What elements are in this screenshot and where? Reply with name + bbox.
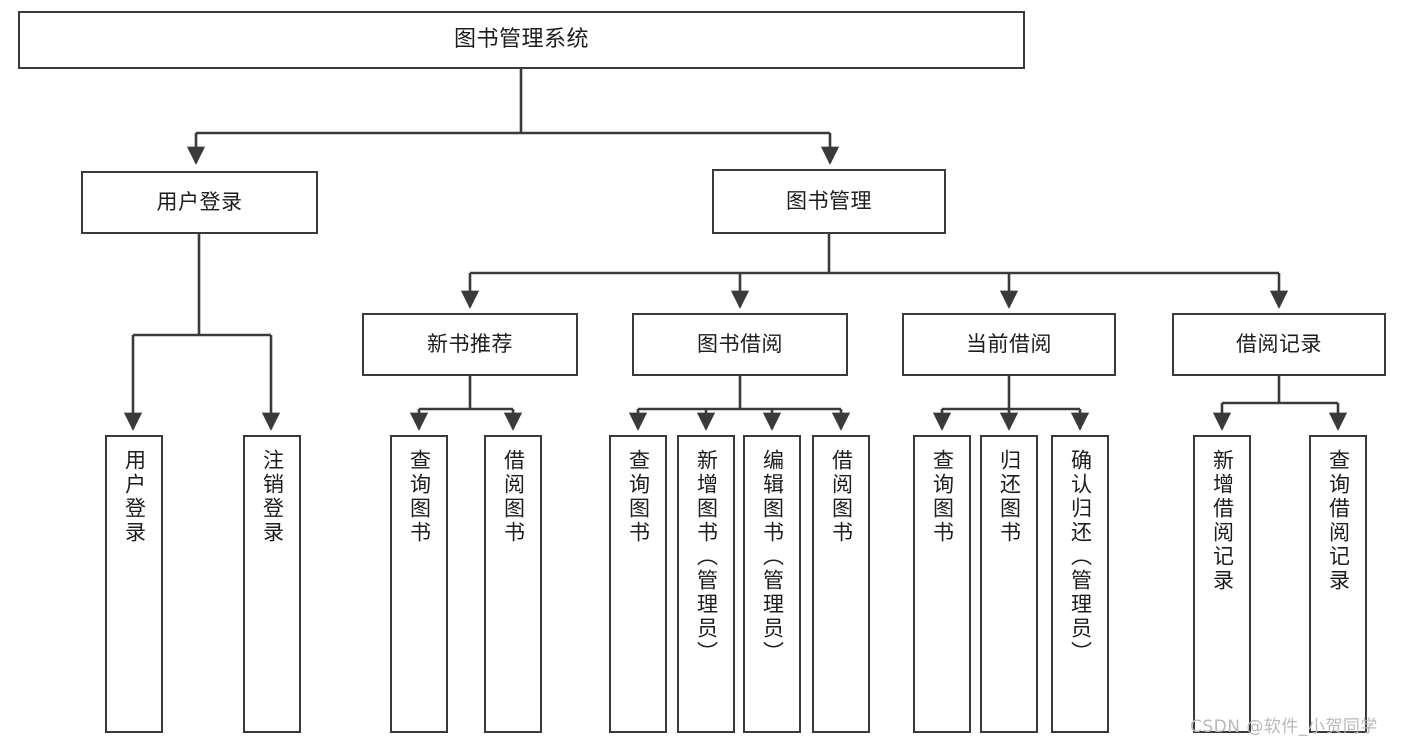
leaf-recommend-query-book[interactable]: 查询图书 bbox=[390, 435, 448, 733]
node-user-login[interactable]: 用户登录 bbox=[81, 171, 318, 234]
leaf-record-add-record[interactable]: 新增借阅记录 bbox=[1193, 435, 1251, 733]
node-label: 新书推荐 bbox=[427, 332, 513, 357]
node-label: 借阅图书 bbox=[501, 449, 526, 545]
node-label: 查询借阅记录 bbox=[1326, 449, 1351, 593]
node-label: 图书管理 bbox=[786, 189, 872, 214]
node-label: 确认归还（管理员） bbox=[1068, 449, 1093, 665]
leaf-current-return-book[interactable]: 归还图书 bbox=[980, 435, 1038, 733]
node-new-book-recommend[interactable]: 新书推荐 bbox=[362, 313, 578, 376]
node-book-management[interactable]: 图书管理 bbox=[712, 169, 946, 234]
node-label: 新增图书（管理员） bbox=[694, 449, 719, 665]
node-label: 新增借阅记录 bbox=[1210, 449, 1235, 593]
node-label: 查询图书 bbox=[626, 449, 651, 545]
node-current-borrow[interactable]: 当前借阅 bbox=[902, 313, 1116, 376]
node-label: 编辑图书（管理员） bbox=[760, 449, 785, 665]
node-root-system[interactable]: 图书管理系统 bbox=[18, 11, 1025, 69]
leaf-recommend-borrow-book[interactable]: 借阅图书 bbox=[484, 435, 542, 733]
leaf-current-confirm-return-admin[interactable]: 确认归还（管理员） bbox=[1051, 435, 1109, 733]
node-label: 查询图书 bbox=[930, 449, 955, 545]
leaf-record-query-record[interactable]: 查询借阅记录 bbox=[1309, 435, 1367, 733]
node-label: 用户登录 bbox=[156, 190, 243, 215]
csdn-watermark: CSDN @软件_小贺同学 bbox=[1190, 717, 1378, 737]
node-label: 借阅记录 bbox=[1236, 332, 1322, 357]
node-label: 当前借阅 bbox=[966, 332, 1052, 357]
leaf-borrow-add-book-admin[interactable]: 新增图书（管理员） bbox=[677, 435, 735, 733]
node-label: 归还图书 bbox=[997, 449, 1022, 545]
node-label: 查询图书 bbox=[407, 449, 432, 545]
node-label: 用户登录 bbox=[122, 449, 147, 545]
node-label: 图书借阅 bbox=[697, 332, 783, 357]
leaf-user-login-login[interactable]: 用户登录 bbox=[105, 435, 163, 733]
leaf-borrow-edit-book-admin[interactable]: 编辑图书（管理员） bbox=[743, 435, 801, 733]
leaf-borrow-query-book[interactable]: 查询图书 bbox=[609, 435, 667, 733]
leaf-user-login-logout[interactable]: 注销登录 bbox=[243, 435, 301, 733]
leaf-borrow-borrow-book[interactable]: 借阅图书 bbox=[812, 435, 870, 733]
node-borrow-record[interactable]: 借阅记录 bbox=[1172, 313, 1386, 376]
node-book-borrow[interactable]: 图书借阅 bbox=[632, 313, 848, 376]
node-label: 图书管理系统 bbox=[453, 27, 589, 53]
node-label: 借阅图书 bbox=[829, 449, 854, 545]
leaf-current-query-book[interactable]: 查询图书 bbox=[913, 435, 971, 733]
node-label: 注销登录 bbox=[260, 449, 285, 545]
